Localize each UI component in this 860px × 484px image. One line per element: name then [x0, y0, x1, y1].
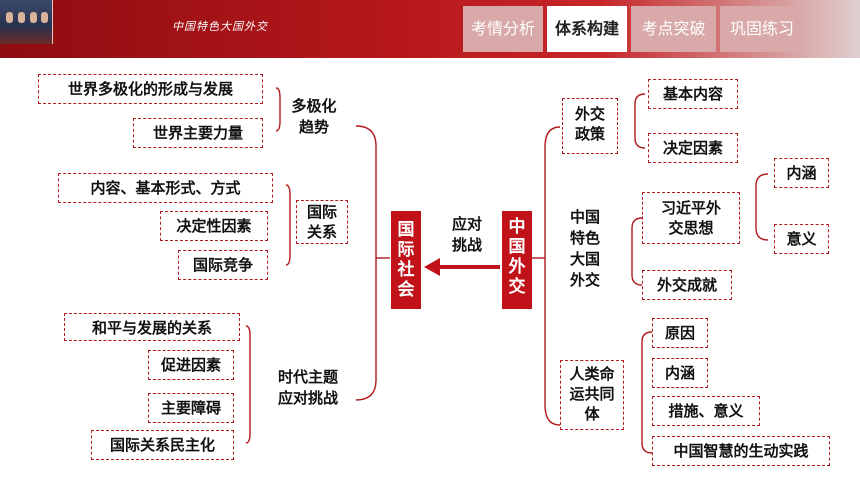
header-photo	[0, 0, 53, 44]
node-decisive-factor: 决定性因素	[160, 211, 268, 241]
node-diplomatic-achievements: 外交成就	[642, 270, 732, 300]
label-respond-challenge: 应对 挑战	[451, 215, 482, 254]
tab-practice[interactable]: 巩固练习	[720, 6, 804, 52]
node-major-powers: 世界主要力量	[133, 118, 263, 148]
page-title: 中国特色大国外交	[172, 20, 268, 33]
node-democratization: 国际关系民主化	[91, 430, 234, 460]
node-xi-diplomacy-thought: 习近平外 交思想	[642, 192, 740, 244]
label-intl-relations: 国际 关系	[296, 200, 348, 244]
tab-exam-analysis[interactable]: 考情分析	[463, 6, 543, 52]
node-international-society: 国 际 社 会	[391, 211, 421, 309]
node-basic-content: 基本内容	[648, 79, 738, 109]
label-community-shared-future: 人类命 运共同 体	[560, 360, 624, 430]
label-major-country-diplomacy: 中国 特色 大国 外交	[569, 208, 600, 289]
node-china-diplomacy: 中 国 外 交	[502, 211, 532, 309]
tab-system-construction[interactable]: 体系构建	[547, 6, 627, 52]
label-diplomatic-policy: 外交 政策	[562, 98, 618, 154]
label-era-theme: 时代主题 应对挑战	[277, 368, 338, 407]
node-connotation: 内涵	[652, 358, 708, 388]
node-xi-connotation: 内涵	[774, 158, 829, 188]
node-main-obstacles: 主要障碍	[148, 393, 234, 423]
node-multipolar-formation: 世界多极化的形成与发展	[38, 74, 263, 104]
node-reason: 原因	[652, 318, 708, 348]
node-determining-factors: 决定因素	[648, 133, 738, 163]
label-multipolar-trend: 多极化 趋势	[291, 97, 337, 136]
node-content-forms: 内容、基本形式、方式	[58, 173, 273, 203]
tab-key-points[interactable]: 考点突破	[631, 6, 716, 52]
header-bar: 中国特色大国外交 考情分析 体系构建 考点突破 巩固练习	[0, 0, 860, 58]
node-xi-significance: 意义	[774, 224, 829, 254]
node-intl-competition: 国际竞争	[178, 250, 268, 280]
node-promoting-factors: 促进因素	[148, 350, 234, 380]
node-measures-significance: 措施、意义	[652, 396, 760, 426]
node-peace-development: 和平与发展的关系	[64, 313, 240, 341]
node-chinese-wisdom: 中国智慧的生动实践	[652, 436, 830, 466]
